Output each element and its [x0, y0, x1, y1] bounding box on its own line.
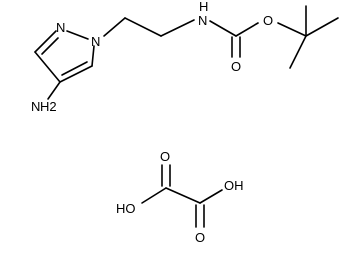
pyrazole-ring — [34, 30, 95, 83]
atom-label-n2: N — [56, 20, 65, 35]
atom-label-n1: N — [91, 34, 100, 49]
atom-label-carbonyl-o: O — [231, 59, 241, 74]
bond-ho-c1 — [141, 187, 167, 204]
bond-n1-n2 — [66, 30, 89, 40]
bond-c4-c5 — [59, 65, 93, 83]
bond-tbu-methyl-down — [289, 35, 307, 69]
bond-c4-c5-double — [61, 61, 88, 76]
atom-label-amine-h2: H2 — [40, 99, 57, 114]
bond-c4-amine — [47, 81, 61, 100]
bond-n1-ch2 — [103, 17, 126, 37]
bond-c1-c2 — [165, 187, 201, 204]
bond-carbonyl-ester-o — [235, 22, 259, 37]
atom-label-amine-n: N — [31, 99, 40, 114]
atom-label-ester-o: O — [263, 13, 273, 28]
bond-n2-c3-double — [41, 37, 59, 55]
bond-tbu-methyl-right — [305, 17, 339, 37]
bond-ch2-nh — [160, 19, 195, 37]
bond-n2-c3 — [34, 30, 57, 53]
bond-ester-o-tbu — [277, 22, 307, 37]
atom-label-nh-n: N — [198, 13, 207, 28]
ethyl-carbamate-chain — [103, 5, 339, 69]
bond-ch2-ch2 — [124, 17, 162, 37]
atom-label-nh-h: H — [199, 0, 208, 14]
bond-c2-oh — [199, 189, 223, 204]
atom-label-oxalic-oh: OH — [224, 178, 244, 193]
bond-c3-c4 — [34, 51, 61, 83]
atom-label-oxalic-ho: HO — [116, 201, 136, 216]
bond-c5-n1 — [91, 45, 95, 67]
oxalic-acid — [141, 164, 223, 228]
atom-label-oxalic-o-bottom: O — [195, 230, 205, 245]
atom-label-oxalic-o-top: O — [160, 149, 170, 164]
bond-nh-carbonyl — [209, 20, 237, 37]
